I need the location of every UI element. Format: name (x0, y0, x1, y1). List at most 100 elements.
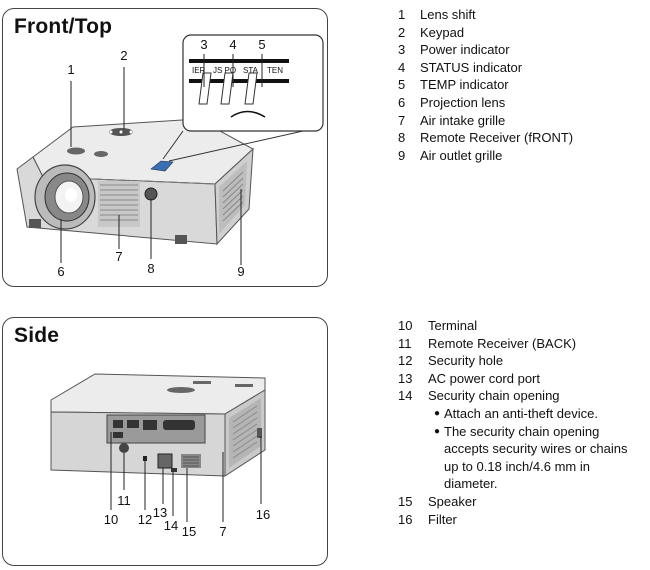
air-outlet-grille-graphic (219, 161, 247, 234)
side-panel: Side (2, 317, 328, 566)
legend-item: 13 AC power cord port (398, 370, 628, 388)
projection-lens-graphic (34, 164, 96, 230)
legend-number: 11 (398, 335, 412, 351)
callout-number: 2 (120, 48, 128, 63)
legend-text: Lens shift (420, 7, 476, 22)
legend-item: 11 Remote Receiver (BACK) (398, 335, 628, 353)
legend-item: 5 TEMP indicator (398, 76, 573, 94)
legend-text: Power indicator (420, 42, 510, 58)
callout-number: 14 (163, 518, 179, 533)
terminal-panel-graphic (106, 414, 206, 444)
legend-text: Terminal (428, 318, 478, 333)
legend-item: 15 Speaker (398, 493, 628, 511)
callout-number: 16 (255, 507, 271, 522)
callout-number: 3 (200, 37, 208, 52)
legend-number: 4 (398, 59, 406, 75)
speaker-graphic (181, 454, 201, 468)
legend-note: ●The security chain opening accepts secur… (428, 423, 628, 493)
legend-text: Keypad (420, 24, 465, 40)
indicator-label: JS PO (213, 66, 236, 75)
legend-text: Air outlet grille (420, 147, 503, 163)
legend-text: Remote Receiver (fRONT) (420, 130, 574, 146)
legend-text: Filter (428, 511, 457, 527)
note-line: up to 0.18 inch/4.6 mm in (444, 458, 590, 474)
legend-text: Security hole (428, 353, 504, 369)
legend-number: 14 (398, 388, 413, 404)
top-panel-marks (167, 381, 253, 393)
legend-item: 1 Lens shift (398, 6, 573, 24)
leader-lines (60, 54, 263, 265)
legend-text: Remote Receiver (BACK) (428, 335, 577, 351)
legend-item: 12 Security hole (398, 352, 628, 370)
front-foot (29, 219, 41, 228)
legend-item: 2 Keypad (398, 24, 573, 42)
indicator-zoom-callout: IER JS PO STA TEN (162, 34, 324, 162)
legend-number: 12 (398, 353, 413, 369)
indicator-label: STA (243, 66, 259, 75)
legend-note: ●Attach an anti-theft device. (428, 405, 628, 423)
legend-item: 9 Air outlet grille (398, 147, 573, 165)
legend-text: Speaker (428, 493, 477, 509)
callout-number: 10 (103, 512, 119, 527)
bullet-icon: ● (434, 407, 441, 419)
legend-number: 9 (398, 147, 406, 163)
filter-graphic (257, 428, 262, 438)
front-legend-list: 1 Lens shift 2 Keypad 3 Power indicator 4 ST… (398, 6, 573, 164)
legend-item: 14 Security chain opening ●Attach an anti… (398, 387, 628, 493)
note-line: The security chain opening (444, 423, 600, 439)
callout-number: 11 (117, 493, 131, 508)
legend-item: 3 Power indicator (398, 41, 573, 59)
legend-number: 15 (398, 493, 413, 509)
legend-item: 8 Remote Receiver (fRONT) (398, 129, 573, 147)
panel-title: Side (14, 324, 60, 347)
legend-number: 5 (398, 77, 406, 93)
legend-item: 6 Projection lens (398, 94, 573, 112)
security-chain-opening-graphic (171, 468, 177, 472)
lens-shift-graphic (67, 147, 108, 157)
note-line: accepts security wires or chains (444, 441, 628, 457)
legend-number: 16 (398, 511, 413, 527)
legend-number: 1 (398, 7, 406, 22)
legend-number: 10 (398, 318, 413, 333)
callout-number: 15 (181, 524, 197, 539)
callout-number: 8 (147, 261, 155, 276)
callout-number: 7 (219, 524, 227, 539)
keypad-graphic (109, 128, 133, 136)
legend-subnotes: ●Attach an anti-theft device. ●The secur… (428, 405, 628, 493)
legend-item: 4 STATUS indicator (398, 59, 573, 77)
leader-lines (110, 432, 262, 522)
legend-number: 3 (398, 42, 406, 58)
callout-number: 5 (258, 37, 266, 52)
callout-number: 12 (137, 512, 153, 527)
front-foot (175, 235, 187, 244)
legend-number: 8 (398, 130, 406, 146)
legend-item: 10 Terminal (398, 317, 628, 335)
callout-number: 6 (57, 264, 65, 279)
remote-receiver-front-graphic (144, 187, 158, 201)
callout-number: 1 (67, 62, 75, 77)
callout-number: 13 (152, 505, 168, 520)
indicator-label: IER (192, 66, 206, 75)
callout-number: 7 (115, 249, 123, 264)
indicator-label: TEN (267, 66, 283, 75)
ac-power-port-graphic (157, 453, 173, 469)
legend-item: 16 Filter (398, 511, 628, 529)
projector-front-illustration: IER JS PO STA TEN (16, 34, 324, 265)
legend-number: 6 (398, 94, 406, 110)
legend-text: TEMP indicator (420, 77, 509, 93)
legend-text: Security chain opening (428, 388, 560, 404)
legend-text: AC power cord port (428, 370, 540, 386)
security-hole-graphic (143, 456, 147, 461)
bullet-icon: ● (434, 425, 441, 437)
legend-number: 13 (398, 370, 413, 386)
legend-text: STATUS indicator (420, 59, 523, 75)
projector-side-illustration (50, 373, 266, 522)
callout-number: 9 (237, 264, 245, 279)
remote-receiver-back-graphic (119, 443, 129, 453)
legend-number: 2 (398, 24, 406, 40)
panel-title: Front/Top (14, 15, 113, 38)
legend-text: Projection lens (420, 94, 506, 110)
note-line: diameter. (444, 476, 498, 492)
callout-number: 4 (229, 37, 237, 52)
